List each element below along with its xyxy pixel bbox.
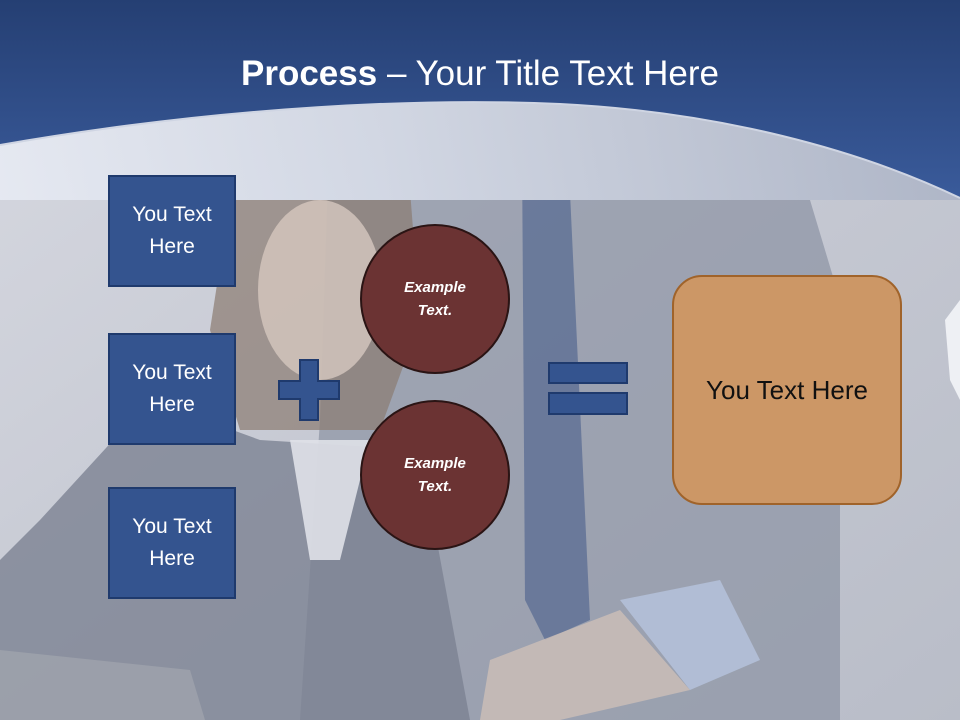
example-circle-2: Example Text. bbox=[360, 400, 510, 550]
left-text-box-3: You Text Here bbox=[108, 487, 236, 599]
left-text-box-label: You Text Here bbox=[132, 203, 212, 258]
left-text-box-label: You Text Here bbox=[132, 361, 212, 416]
result-box-label: You Text Here bbox=[706, 374, 868, 405]
example-circle-label: Example Text. bbox=[404, 455, 466, 495]
slide-title: Process – Your Title Text Here bbox=[0, 52, 960, 96]
title-bold: Process bbox=[241, 54, 378, 93]
example-circle-label: Example Text. bbox=[404, 279, 466, 319]
plus-icon bbox=[278, 359, 340, 421]
left-text-box-label: You Text Here bbox=[132, 515, 212, 570]
left-text-box-1: You Text Here bbox=[108, 175, 236, 287]
title-rest: – Your Title Text Here bbox=[377, 54, 719, 93]
left-text-box-2: You Text Here bbox=[108, 333, 236, 445]
result-box: You Text Here bbox=[672, 275, 902, 505]
equals-icon bbox=[548, 362, 628, 415]
header-band bbox=[0, 0, 960, 200]
example-circle-1: Example Text. bbox=[360, 224, 510, 374]
